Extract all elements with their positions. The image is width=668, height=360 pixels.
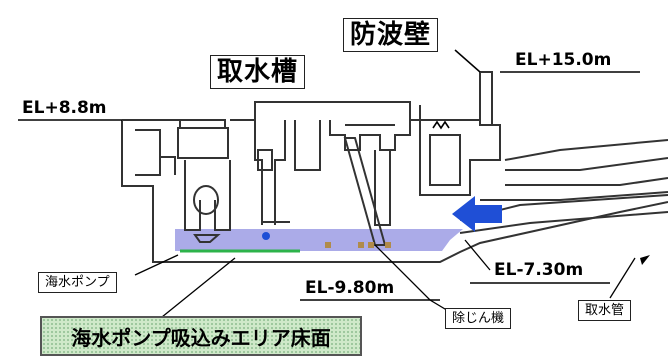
el-label-top-left: EL+8.8m [22, 98, 107, 118]
debris-remover-label: 除じん機 [445, 308, 512, 329]
left-chamber-wall [121, 120, 668, 263]
el-label-mid: EL-7.30m [494, 260, 584, 280]
seawater-pump-label: 海水ポンプ [38, 272, 117, 293]
water-region [175, 229, 463, 251]
water-flow-arrow-icon [452, 196, 502, 232]
breakwater-leader [454, 49, 481, 73]
pump-floor-area-label: 海水ポンプ吸込みエリア床面 [40, 316, 362, 356]
el-label-bottom: EL-9.80m [305, 278, 395, 298]
pump-floor-area-text: 海水ポンプ吸込みエリア床面 [71, 325, 331, 350]
breakwater-label: 防波壁 [343, 18, 439, 52]
intake-tank-label: 取水槽 [210, 55, 306, 89]
el-label-top-right: EL+15.0m [515, 50, 612, 70]
intake-pipe-label: 取水管 [578, 300, 632, 321]
